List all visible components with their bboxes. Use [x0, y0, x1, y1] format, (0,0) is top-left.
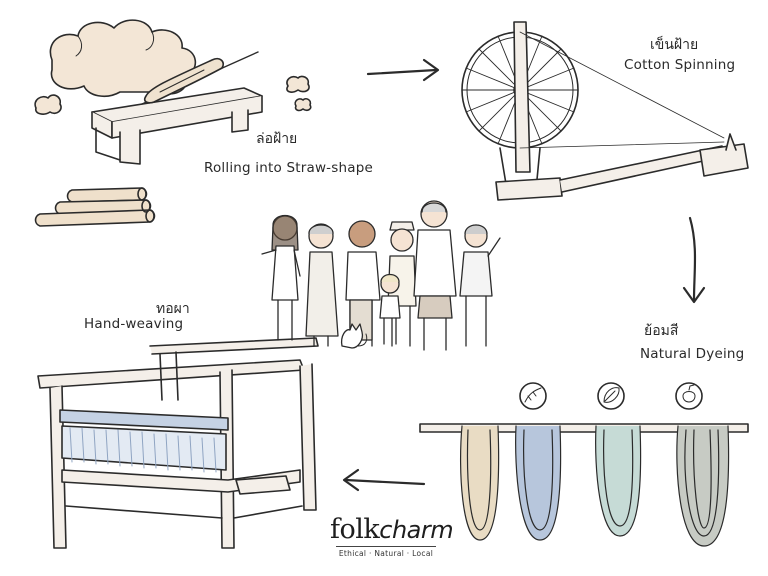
- leaf-icon: [597, 382, 625, 410]
- step2-thai-label: เข็นฝ้าย: [650, 37, 699, 53]
- brand-tagline: Ethical · Natural · Local: [336, 546, 436, 558]
- leaves-icon: [519, 382, 547, 410]
- cotton-rolling-illustration: [34, 19, 312, 227]
- brand-name-part2: charm: [379, 516, 454, 544]
- family-illustration: [261, 200, 501, 351]
- step3-english-label: Natural Dyeing: [640, 346, 745, 362]
- step3-thai-label: ย้อมสี: [644, 323, 679, 339]
- brand-logo: folkcharm Ethical · Natural · Local: [330, 514, 454, 559]
- arrow-right-icon: [366, 58, 440, 82]
- brand-name: folkcharm: [330, 514, 454, 545]
- arrow-down-icon: [682, 216, 706, 304]
- step1-thai-label: ล่อฝ้าย: [256, 131, 298, 147]
- step4-english-label: Hand-weaving: [84, 316, 184, 332]
- brand-name-part1: folk: [330, 514, 380, 545]
- spinning-wheel-illustration: [461, 21, 749, 201]
- arrow-left-icon: [342, 468, 426, 492]
- natural-dyeing-illustration: [419, 382, 749, 547]
- fruit-icon: [675, 382, 703, 410]
- loom-illustration: [37, 337, 319, 549]
- step1-english-label: Rolling into Straw-shape: [204, 160, 373, 176]
- step2-english-label: Cotton Spinning: [624, 57, 736, 73]
- step4-thai-label: ทอผา: [156, 301, 190, 317]
